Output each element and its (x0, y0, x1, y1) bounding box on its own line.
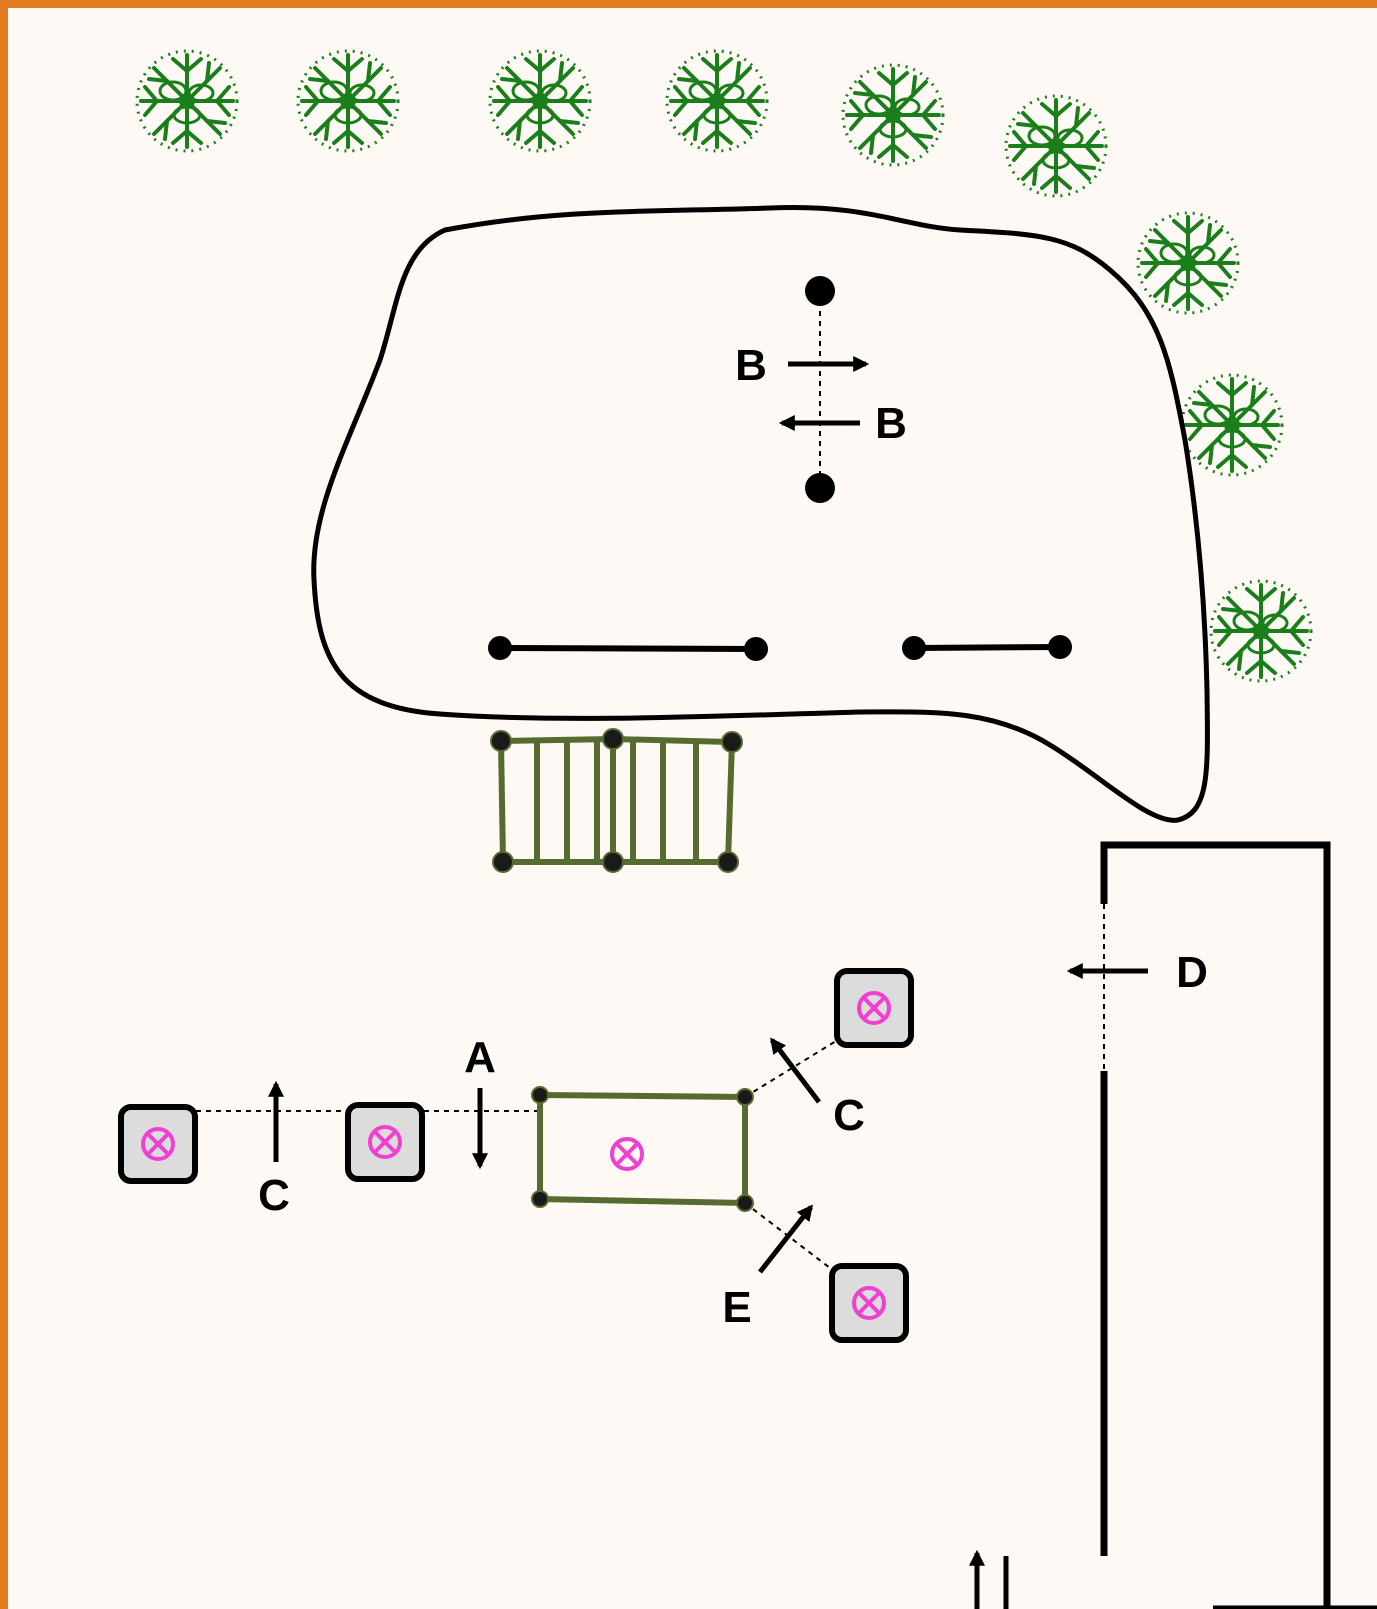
corridor-wall (1100, 841, 1377, 1609)
course-map-drawing: B B D (8, 49, 1377, 1609)
label-c-left: C (258, 1171, 290, 1220)
station-upper-right (837, 971, 911, 1045)
label-a: A (464, 1033, 496, 1082)
tree-icon (296, 49, 400, 153)
label-d: D (1176, 948, 1208, 997)
station-lower-right (832, 1266, 906, 1340)
gate-b: B B (735, 276, 907, 503)
arrow-c-right (770, 1037, 821, 1104)
tree-icon (1209, 579, 1313, 683)
arrow-partial-bottom (968, 1549, 1009, 1609)
arrow-e (758, 1204, 813, 1274)
bar-left (488, 636, 768, 661)
tree-icon (841, 63, 945, 167)
tree-icon (1180, 373, 1284, 477)
station-center-left (348, 1105, 422, 1179)
center-obstacle (531, 1086, 754, 1212)
label-e: E (722, 1283, 751, 1332)
ladder-obstacle (490, 728, 743, 873)
station-left (121, 1107, 195, 1181)
tree-icon (665, 49, 769, 153)
circle-x-icon (610, 1137, 644, 1171)
tree-icon (1004, 94, 1108, 198)
tree-icon (488, 49, 592, 153)
connection-lines (196, 1040, 837, 1269)
tree-icon (135, 49, 239, 153)
label-b-top: B (735, 341, 767, 390)
arena-boundary (311, 205, 1210, 823)
bar-right (902, 635, 1072, 660)
tree-icon (1136, 211, 1240, 315)
label-b-bottom: B (875, 399, 907, 448)
label-c-right: C (833, 1091, 865, 1140)
